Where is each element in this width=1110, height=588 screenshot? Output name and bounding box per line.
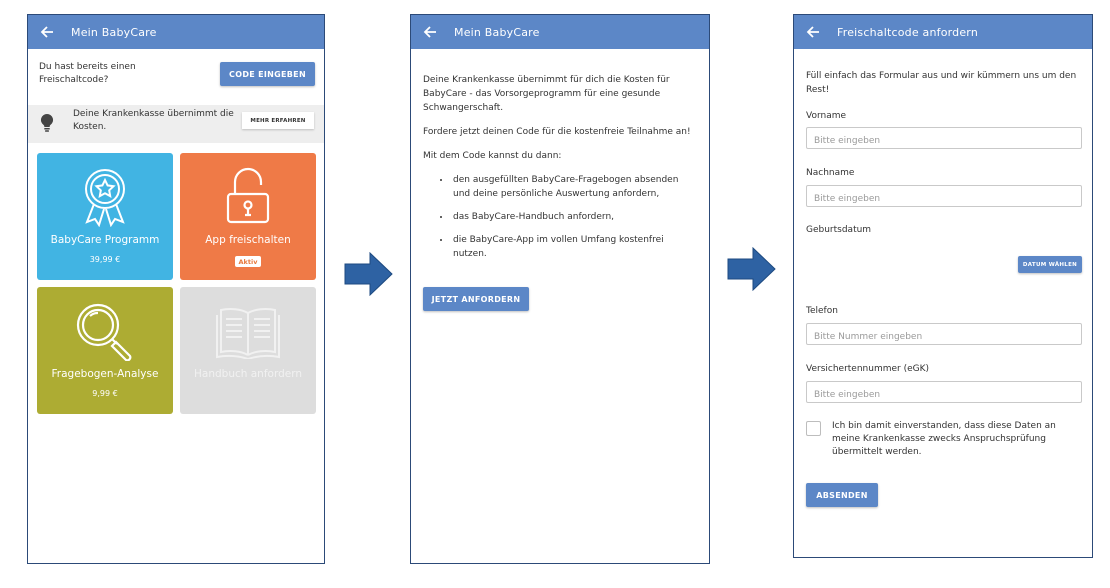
padlock-icon: [180, 167, 316, 225]
birthdate-label: Geburtsdatum: [806, 225, 872, 235]
info-paragraph: Mit dem Code kannst du dann:: [423, 151, 562, 161]
screen-request-code-form: Freischaltcode anfordern Füll einfach da…: [793, 14, 1093, 558]
consent-checkbox[interactable]: [806, 421, 821, 436]
tile-babycare-programm[interactable]: BabyCare Programm 39,99 €: [37, 153, 173, 280]
magnifier-icon: [37, 301, 173, 361]
back-arrow-icon[interactable]: [806, 25, 820, 39]
flow-arrow-icon: [727, 247, 776, 291]
last-name-label: Nachname: [806, 168, 855, 178]
app-bar-title: Mein BabyCare: [71, 25, 157, 39]
status-badge: Aktiv: [235, 256, 261, 267]
info-paragraph: Fordere jetzt deinen Code für die kosten…: [423, 127, 691, 137]
first-name-field[interactable]: [806, 127, 1082, 149]
request-now-button[interactable]: JETZT ANFORDERN: [423, 287, 529, 311]
first-name-label: Vorname: [806, 111, 847, 121]
tile-label: Handbuch anfordern: [194, 368, 302, 380]
tile-label: Fragebogen-Analyse: [51, 368, 159, 380]
insurance-number-label: Versichertennummer (eGK): [806, 364, 930, 374]
phone-label: Telefon: [806, 306, 838, 316]
consent-text: Ich bin damit einverstanden, dass diese …: [832, 421, 1056, 457]
tile-fragebogen-analyse[interactable]: Fragebogen-Analyse 9,99 €: [37, 287, 173, 414]
tile-label: BabyCare Programm: [50, 234, 160, 246]
list-item: das BabyCare-Handbuch anfordern,: [451, 210, 697, 224]
flow-arrow-icon: [344, 252, 393, 296]
award-ribbon-icon: [37, 167, 173, 227]
back-arrow-icon[interactable]: [423, 25, 437, 39]
lightbulb-icon: [40, 113, 54, 137]
code-question: Du hast bereits einen Freischaltcode?: [39, 62, 136, 85]
list-item: den ausgefüllten BabyCare-Fragebogen abs…: [451, 173, 697, 201]
learn-more-button[interactable]: MEHR ERFAHREN: [242, 112, 314, 129]
insurance-info-text: Deine Krankenkasse übernimmt die Kosten.: [73, 109, 234, 132]
app-bar-title: Mein BabyCare: [454, 25, 540, 39]
tile-price: 9,99 €: [92, 389, 118, 398]
info-body: Deine Krankenkasse übernimmt für dich di…: [411, 49, 709, 261]
insurance-info-banner: Deine Krankenkasse übernimmt die Kosten.…: [28, 105, 324, 143]
tile-price: 39,99 €: [89, 255, 121, 264]
list-item: die BabyCare-App im vollen Umfang kosten…: [451, 233, 697, 261]
app-bar: Freischaltcode anfordern: [794, 15, 1092, 49]
screen-mein-babycare: Mein BabyCare Du hast bereits einen Frei…: [27, 14, 325, 564]
tile-label: App freischalten: [205, 234, 291, 246]
insurance-number-field[interactable]: [806, 381, 1082, 403]
back-arrow-icon[interactable]: [40, 25, 54, 39]
app-bar-title: Freischaltcode anfordern: [837, 25, 979, 39]
choose-date-button[interactable]: DATUM WÄHLEN: [1018, 256, 1082, 273]
benefit-list: den ausgefüllten BabyCare-Fragebogen abs…: [423, 173, 697, 261]
code-prompt-row: Du hast bereits einen Freischaltcode? CO…: [28, 49, 324, 91]
info-paragraph: Deine Krankenkasse übernimmt für dich di…: [423, 75, 670, 113]
open-book-icon: [180, 301, 316, 359]
last-name-field[interactable]: [806, 185, 1082, 207]
tile-app-freischalten[interactable]: App freischalten Aktiv: [180, 153, 316, 280]
submit-button[interactable]: ABSENDEN: [806, 483, 878, 507]
form-intro: Füll einfach das Formular aus und wir kü…: [806, 71, 1077, 95]
app-bar: Mein BabyCare: [411, 15, 709, 49]
enter-code-button[interactable]: CODE EINGEBEN: [220, 62, 315, 86]
tile-handbuch-anfordern[interactable]: Handbuch anfordern: [180, 287, 316, 414]
app-bar: Mein BabyCare: [28, 15, 324, 49]
screen-code-info: Mein BabyCare Deine Krankenkasse übernim…: [410, 14, 710, 564]
phone-field[interactable]: [806, 323, 1082, 345]
